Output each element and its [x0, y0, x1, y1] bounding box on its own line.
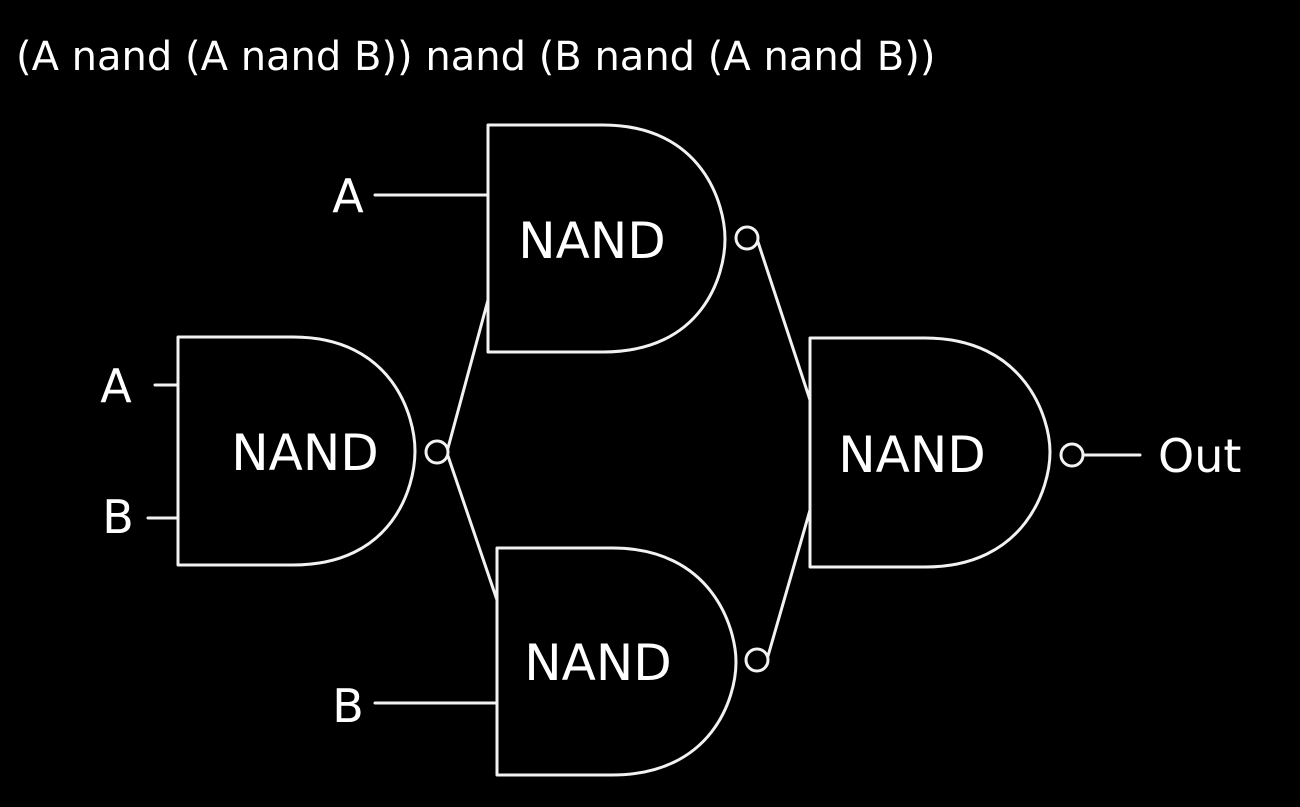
input-label-a: A — [100, 359, 132, 413]
nand-gate-2: NAND — [486, 123, 760, 354]
gate-label: NAND — [524, 634, 672, 692]
expression-title: (A nand (A nand B)) nand (B nand (A nand… — [16, 34, 935, 80]
nand-gate-4: NAND — [808, 336, 1085, 569]
output-label: Out — [1158, 429, 1241, 483]
gate-label: NAND — [838, 426, 986, 484]
inverter-bubble — [734, 225, 760, 251]
gate-label: NAND — [231, 424, 379, 482]
input-label-b: B — [102, 490, 134, 544]
inverter-bubble — [744, 647, 770, 673]
inverter-bubble — [1059, 442, 1085, 468]
nand-gate-1: NAND — [176, 335, 450, 567]
inverter-bubble — [424, 439, 450, 465]
gate-label: NAND — [518, 212, 666, 270]
wires — [146, 193, 1142, 705]
input-label-b: B — [332, 679, 364, 733]
input-label-a: A — [332, 169, 364, 223]
nand-gate-3: NAND — [495, 546, 770, 777]
